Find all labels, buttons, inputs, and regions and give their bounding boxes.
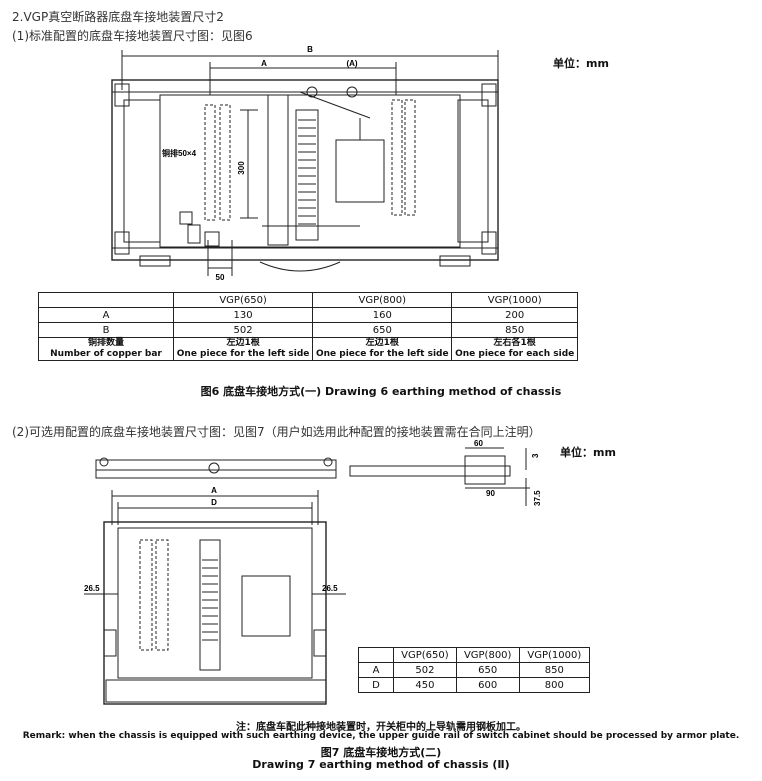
- row-label: D: [358, 677, 394, 693]
- section2-heading: (2)可选用配置的底盘车接地装置尺寸图：见图7（用户如选用此种配置的接地装置需在…: [12, 425, 541, 439]
- table-header-row: VGP(650) VGP(800) VGP(1000): [38, 292, 578, 308]
- table-cell: 850: [518, 662, 591, 678]
- caption-drawing-7-cn: 图7 底盘车接地方式(二): [320, 746, 442, 759]
- table-row: A 502 650 850: [358, 662, 591, 678]
- unit-label-2: 单位：mm: [560, 446, 616, 459]
- dim7-D: D: [211, 498, 217, 507]
- copper-bar-label: 铜排50×4: [162, 148, 197, 158]
- dim7-right: 26.5: [322, 584, 338, 593]
- caption-drawing-6: 图6 底盘车接地方式(一) Drawing 6 earthing method …: [200, 385, 562, 398]
- dim7-90: 90: [486, 489, 495, 498]
- dim-50: 50: [216, 273, 225, 282]
- section1-heading: (1)标准配置的底盘车接地装置尺寸图：见图6: [12, 29, 253, 43]
- dim7-A: A: [211, 486, 217, 495]
- dim7-60: 60: [474, 439, 483, 448]
- note-cn: 注：底盘车配此种接地装置时，开关柜中的上导轨需用钢板加工。: [236, 722, 526, 733]
- table-cell: 800: [518, 677, 591, 693]
- table-row: A 130 160 200: [38, 307, 578, 323]
- table-drawing-7: VGP(650) VGP(800) VGP(1000) A 502 650 85…: [358, 647, 591, 693]
- table-header-cell: VGP(650): [393, 647, 457, 663]
- table-header-cell: [358, 647, 394, 663]
- dim7-37-5: 37.5: [533, 490, 542, 506]
- table-cell: 600: [455, 677, 520, 693]
- dim-A: A: [261, 59, 267, 68]
- row-label: A: [358, 662, 394, 678]
- table-header-cell: VGP(800): [455, 647, 520, 663]
- note-en: Remark: when the chassis is equipped wit…: [22, 731, 740, 741]
- table-cell: 650: [455, 662, 520, 678]
- dim-B: B: [307, 45, 313, 54]
- table-drawing-6: VGP(650) VGP(800) VGP(1000) A 130 160 20…: [38, 292, 578, 361]
- dim-300: 300: [237, 161, 246, 175]
- caption-drawing-7-en: Drawing 7 earthing method of chassis (Ⅱ): [252, 758, 510, 771]
- table-row: B 502 650 850: [38, 322, 578, 338]
- section-title: 2.VGP真空断路器底盘车接地装置尺寸2: [12, 10, 224, 24]
- dim7-left: 26.5: [84, 584, 100, 593]
- table-cell: 502: [393, 662, 457, 678]
- dim-A-paren: (A): [346, 59, 357, 68]
- unit-label-1: 单位：mm: [553, 57, 609, 70]
- dim7-3: 3: [531, 453, 540, 458]
- table-cell: 450: [393, 677, 457, 693]
- table-header-cell: VGP(1000): [518, 647, 591, 663]
- table-header-row: VGP(650) VGP(800) VGP(1000): [358, 647, 591, 663]
- table-row: D 450 600 800: [358, 677, 591, 693]
